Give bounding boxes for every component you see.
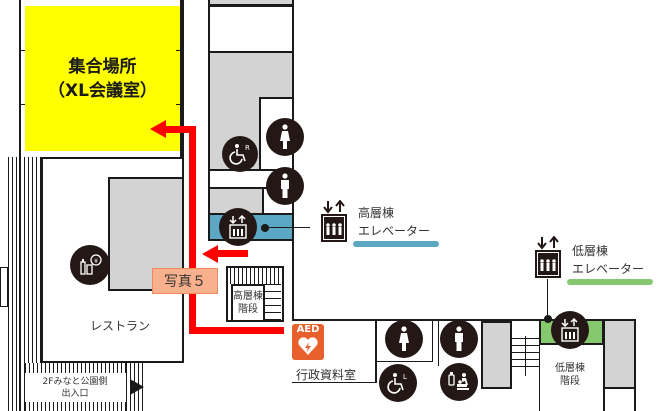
photo-tag: 写真５ (152, 268, 218, 294)
entrance-label-line2: 出入口 (61, 388, 89, 399)
high-rise-elevator-dot (261, 224, 269, 232)
route-top-horizontal (165, 126, 196, 133)
high-rise-elevator-icon (219, 208, 257, 246)
low-rise-stairs-rail (525, 336, 526, 376)
mens-toilet-icon (266, 167, 304, 205)
baby-changing-icon (440, 363, 478, 401)
high-rise-stairs-steps-top (230, 268, 280, 284)
low-rise-elevator-color-bar (567, 279, 653, 285)
route-from-elevator (216, 250, 248, 257)
left-door (0, 267, 8, 307)
accessible-toilet-l-icon: L (379, 364, 417, 402)
route-bottom (189, 327, 284, 334)
high-rise-stairs-label-box: 高層棟 階段 (231, 284, 265, 322)
high-rise-stairs-line2: 階段 (238, 304, 258, 315)
tick (176, 50, 182, 51)
lower-storage-2 (603, 319, 636, 389)
svg-text:R: R (245, 144, 250, 152)
assembly-area-subtitle: （XL会議室） (48, 80, 157, 101)
restroom-partition-2 (432, 321, 433, 361)
womens-toilet-icon-lower (385, 320, 423, 358)
tick (19, 50, 25, 51)
low-rise-elevator-icon (551, 311, 589, 349)
route-arrow-to-assembly-icon (150, 120, 166, 138)
aed-label: AED (296, 324, 320, 335)
admin-library-bottom-wall (292, 382, 376, 383)
core-room-1 (208, 5, 294, 53)
route-arrow-from-elevator-icon (202, 245, 218, 263)
entrance-label: 2Fみなと公園側 出入口 (25, 373, 125, 402)
low-rise-stairs-line2: 階段 (560, 376, 580, 387)
entrance-label-line1: 2Fみなと公園側 (42, 376, 108, 387)
entrance-arrow-icon (130, 379, 144, 395)
tick (19, 104, 25, 105)
entrance-stripes-top (25, 363, 145, 373)
corridor-wall-left (182, 0, 184, 363)
womens-toilet-icon (266, 118, 304, 156)
accessible-toilet-r-icon: R (222, 136, 258, 172)
low-rise-elevator-dot (544, 315, 552, 323)
low-rise-stairs-label: 低層棟 階段 (548, 362, 592, 388)
low-rise-elevator-legend-line2: エレベーター (572, 262, 645, 276)
admin-library-label: 行政資料室 (296, 368, 357, 382)
photo-tag-label: 写真５ (164, 274, 206, 290)
restroom-block-wall-left (375, 321, 377, 383)
low-rise-stairs-wall (539, 321, 540, 411)
high-rise-elevator-leader (266, 227, 310, 228)
high-rise-elevator-legend-icon (320, 199, 348, 242)
restroom-partition-3 (438, 321, 439, 366)
high-rise-stairs-steps-right (265, 284, 281, 320)
low-rise-stairs-line1: 低層棟 (555, 363, 585, 374)
mens-toilet-icon-lower (440, 320, 478, 358)
corridor-wall-right (292, 0, 294, 320)
high-rise-stairs-line1: 高層棟 (233, 291, 263, 302)
lower-storage-1 (481, 321, 512, 389)
assembly-area-title: 集合場所 (68, 56, 137, 77)
restaurant-label: レストラン (89, 319, 150, 333)
restroom-partition-1 (375, 361, 433, 362)
svg-text:L: L (403, 373, 407, 381)
low-rise-elevator-legend-line1: 低層棟 (572, 244, 609, 258)
left-wall (19, 0, 21, 411)
low-rise-stairs-steps (512, 338, 540, 372)
high-rise-elevator-color-bar (353, 241, 439, 247)
svg-text:¥: ¥ (94, 258, 98, 265)
high-rise-elevator-legend-line1: 高層棟 (358, 206, 395, 220)
assembly-room-outline (19, 0, 182, 157)
entrance-stripes-bottom (25, 402, 145, 411)
vending-machine-icon: ¥ (70, 245, 110, 285)
tick (176, 104, 182, 105)
high-rise-elevator-legend-line2: エレベーター (358, 224, 431, 238)
low-rise-elevator-leader (547, 279, 548, 317)
low-rise-elevator-legend-icon (534, 235, 562, 278)
aed-icon: AED (292, 324, 324, 360)
lower-right-column (603, 389, 636, 411)
route-vertical (189, 126, 196, 334)
